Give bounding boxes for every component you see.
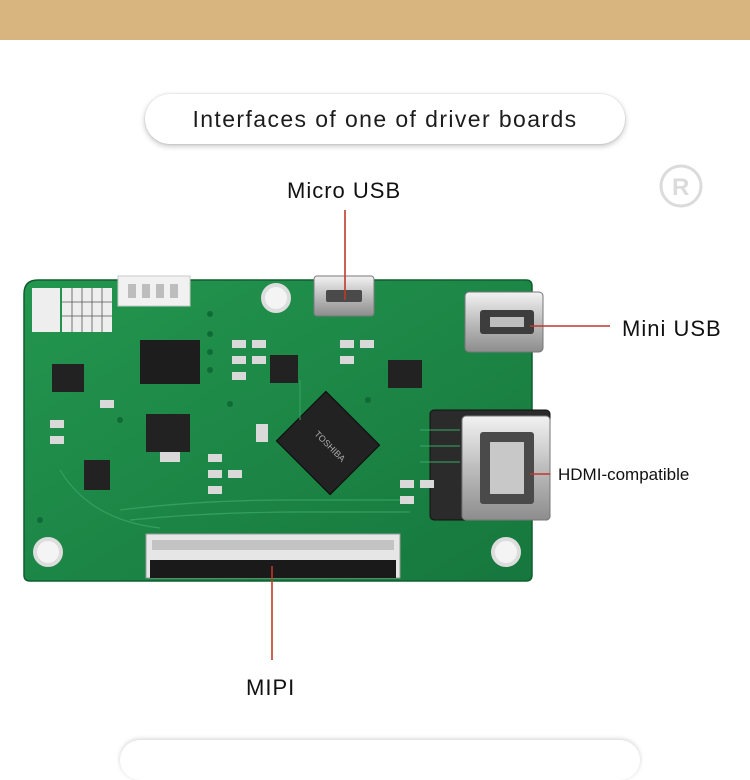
page-title: Interfaces of one of driver boards [192, 105, 578, 132]
next-section-banner [120, 740, 640, 780]
mipi-label: MIPI [246, 675, 296, 700]
registered-mark-icon: R [659, 164, 703, 208]
mini-usb-label: Mini USB [622, 316, 722, 341]
svg-text:R: R [672, 174, 689, 201]
mounting-hole-icon [33, 283, 521, 567]
driver-board-photo: R [23, 164, 703, 660]
top-color-band [0, 0, 750, 40]
leader-lines [271, 210, 610, 660]
title-banner: Interfaces of one of driver boards [145, 94, 625, 144]
hdmi-label: HDMI-compatible [558, 465, 690, 484]
main-chip [275, 390, 381, 496]
micro-usb-label: Micro USB [287, 178, 402, 203]
